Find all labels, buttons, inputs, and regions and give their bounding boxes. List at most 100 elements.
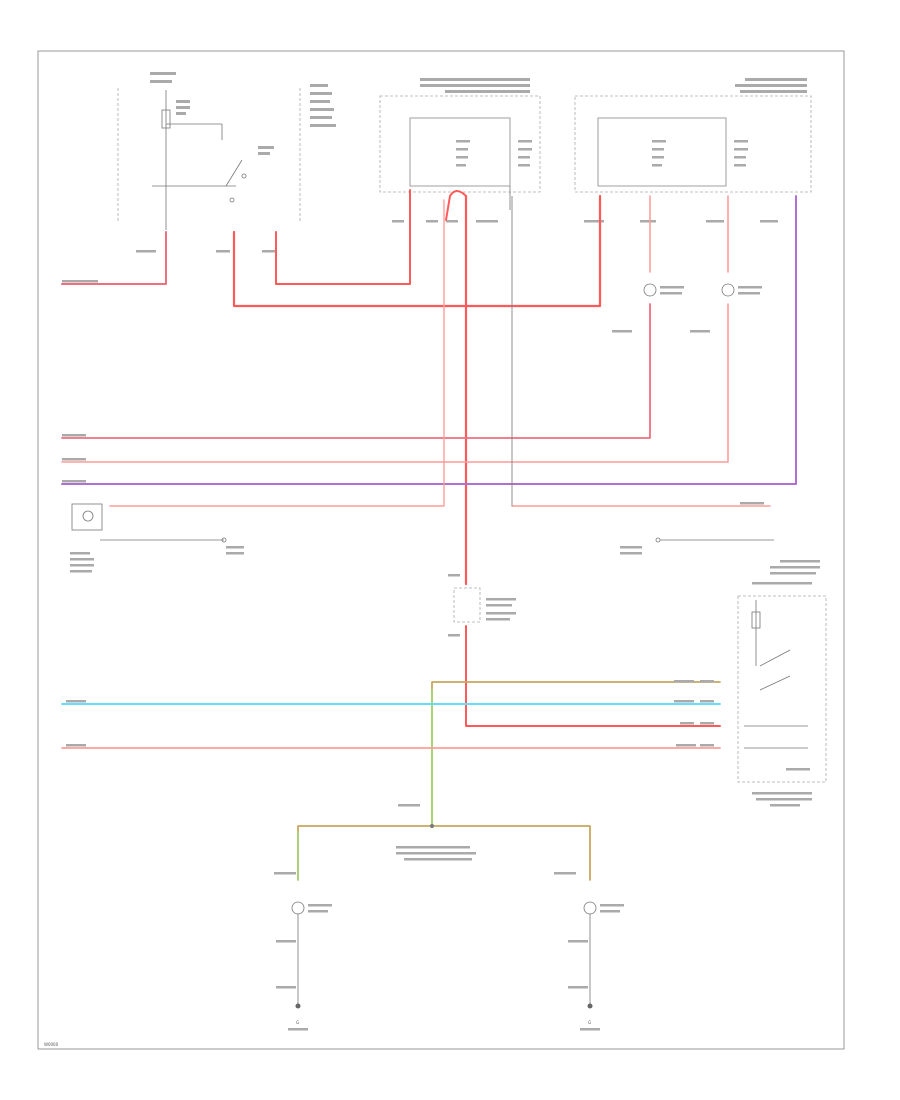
combo-switch-caption-3	[770, 804, 800, 807]
left-ground-point	[221, 537, 227, 543]
wire-pink-2	[61, 303, 729, 463]
pin-label-d	[476, 220, 498, 223]
left-module-title	[420, 78, 530, 81]
left-fog-lamp-label	[308, 904, 332, 907]
right-module-pin-label-7	[734, 156, 746, 159]
fuse-symbol	[161, 109, 171, 129]
junction-label-1	[310, 84, 328, 87]
pin-label-b	[426, 220, 438, 223]
junction-connector-label	[486, 598, 516, 601]
right-ground-label-2	[620, 552, 642, 555]
wire-label-pink	[66, 744, 86, 747]
left-turn-lamp	[71, 503, 103, 531]
left-lamp-label-3	[70, 564, 94, 567]
combination-switch	[737, 595, 827, 783]
right-headlight-label	[660, 286, 684, 289]
right-fog-wire-label	[554, 872, 576, 875]
right-module-pin-label	[652, 140, 666, 143]
right-module-pin-label-6	[734, 148, 748, 151]
left-ground-label	[226, 546, 244, 549]
wire-red-center-loop	[445, 190, 467, 221]
right-module-title	[745, 78, 807, 81]
right-fog-ground-wire	[568, 940, 588, 943]
junction-connector-pin	[448, 574, 460, 577]
fuse-label-2	[176, 106, 190, 109]
right-fog-lamp-label	[600, 904, 624, 907]
splice-label-2	[396, 852, 476, 855]
splice-point	[430, 824, 434, 828]
right-ground-label	[620, 546, 642, 549]
right-fog-ground-wire-2	[568, 986, 588, 989]
left-module-subtitle	[420, 84, 530, 87]
pin-label-r2	[700, 700, 714, 703]
pin-label-f	[640, 220, 656, 223]
left-module-pin-label-3	[456, 156, 468, 159]
left-ground-terminal	[295, 1003, 301, 1009]
footer-code: W0000	[44, 1042, 59, 1047]
wire-red-fuse-left	[61, 231, 167, 285]
wire-red-junction	[275, 189, 411, 285]
right-headlight-wire-label	[612, 330, 632, 333]
left-module-pin-label-8	[518, 164, 530, 167]
wire-label-l0	[62, 280, 98, 283]
left-fog-ground-wire-2	[276, 986, 296, 989]
pin-label-i	[136, 250, 156, 253]
right-headlight-bulb	[643, 283, 657, 297]
pin-label-r1	[700, 680, 714, 683]
right-ground-terminal	[587, 1003, 593, 1009]
combination-switch-title-2	[770, 566, 820, 569]
left-headlight-module	[379, 95, 541, 193]
left-module-pin-label-7	[518, 156, 530, 159]
wire-label-red-r	[680, 722, 694, 725]
right-module-pin-label-5	[734, 140, 748, 143]
wire-red-center-lower	[465, 625, 721, 727]
left-fog-wire-label	[274, 872, 296, 875]
fuse-label	[176, 100, 190, 103]
left-turn-lamp-bulb	[82, 510, 94, 522]
left-headlight-bulb	[721, 283, 735, 297]
right-headlight-module	[574, 95, 812, 193]
pin-label-j	[216, 250, 230, 253]
wire-pink-3	[109, 199, 445, 507]
right-module-pin-label-4	[652, 164, 662, 167]
junction-connector-pin-2	[448, 634, 460, 637]
junction-connector-label-3	[486, 612, 516, 615]
right-module-subtitle-2	[740, 90, 807, 93]
pin-label-g	[706, 220, 724, 223]
junction-label-4	[310, 108, 334, 111]
wire-violet	[61, 195, 797, 485]
right-fog-lamp-bulb	[583, 901, 597, 915]
left-module-pin-label-2	[456, 148, 468, 151]
right-ground-point	[655, 537, 661, 543]
fuse-box-subtitle	[150, 80, 172, 83]
junction-connector	[453, 587, 481, 623]
splice-wire-label	[398, 804, 420, 807]
right-module-pin-label-2	[652, 148, 664, 151]
right-module-pin-label-3	[652, 156, 664, 159]
pin-label-r3	[700, 722, 714, 725]
wire-red-bus	[232, 194, 602, 308]
fuse-box-title	[150, 72, 176, 75]
right-module-subtitle	[735, 84, 807, 87]
wire-label-tan-r	[674, 680, 694, 683]
left-module-pin-label-5	[518, 140, 532, 143]
left-module-pin-label-6	[518, 148, 532, 151]
right-ground-name: G	[588, 1020, 591, 1025]
diagram-frame	[37, 50, 845, 1050]
wire-label-l1	[62, 434, 86, 437]
left-ground-name: G	[296, 1020, 299, 1025]
left-headlight-module-inner	[409, 117, 511, 187]
relay-label-2	[258, 152, 270, 155]
wire-label-cyan	[66, 700, 86, 703]
combo-switch-caption	[752, 792, 812, 795]
junction-label-5	[310, 116, 332, 119]
wire-label-l2	[62, 458, 86, 461]
left-headlight-label	[738, 286, 762, 289]
junction-connector-label-2	[486, 604, 512, 607]
right-headlight-label-2	[660, 292, 682, 295]
splice-label	[396, 846, 470, 849]
wire-redpink-1	[61, 303, 651, 439]
junction-connector-label-4	[486, 618, 510, 621]
junction-label-6	[310, 124, 336, 127]
